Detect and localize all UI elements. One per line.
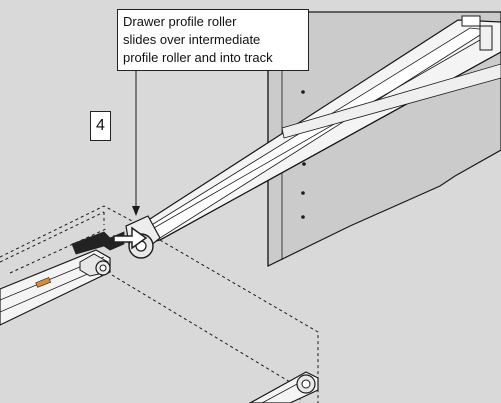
- screw-hole: [301, 90, 305, 94]
- callout-line-1: Drawer profile roller: [123, 14, 237, 29]
- orange-clip: [35, 277, 52, 288]
- screw-hole: [301, 191, 305, 195]
- cabinet-runner-rail: [135, 15, 501, 245]
- screw-hole: [301, 215, 305, 219]
- screw-hole: [302, 162, 306, 166]
- rail-end-bracket: [461, 15, 481, 27]
- drawer-profile: [0, 249, 111, 326]
- callout-line-2: slides over intermediate: [123, 32, 261, 47]
- callout-line-3: profile roller and into track: [123, 50, 273, 65]
- rail-end-bracket: [479, 25, 493, 51]
- step-number-label: 4: [90, 111, 111, 141]
- lower-drawer-profile: [248, 371, 319, 403]
- callout-text-box: Drawer profile roller slides over interm…: [117, 9, 309, 71]
- callout-leader: [132, 70, 140, 216]
- insertion-arrow: [71, 226, 148, 255]
